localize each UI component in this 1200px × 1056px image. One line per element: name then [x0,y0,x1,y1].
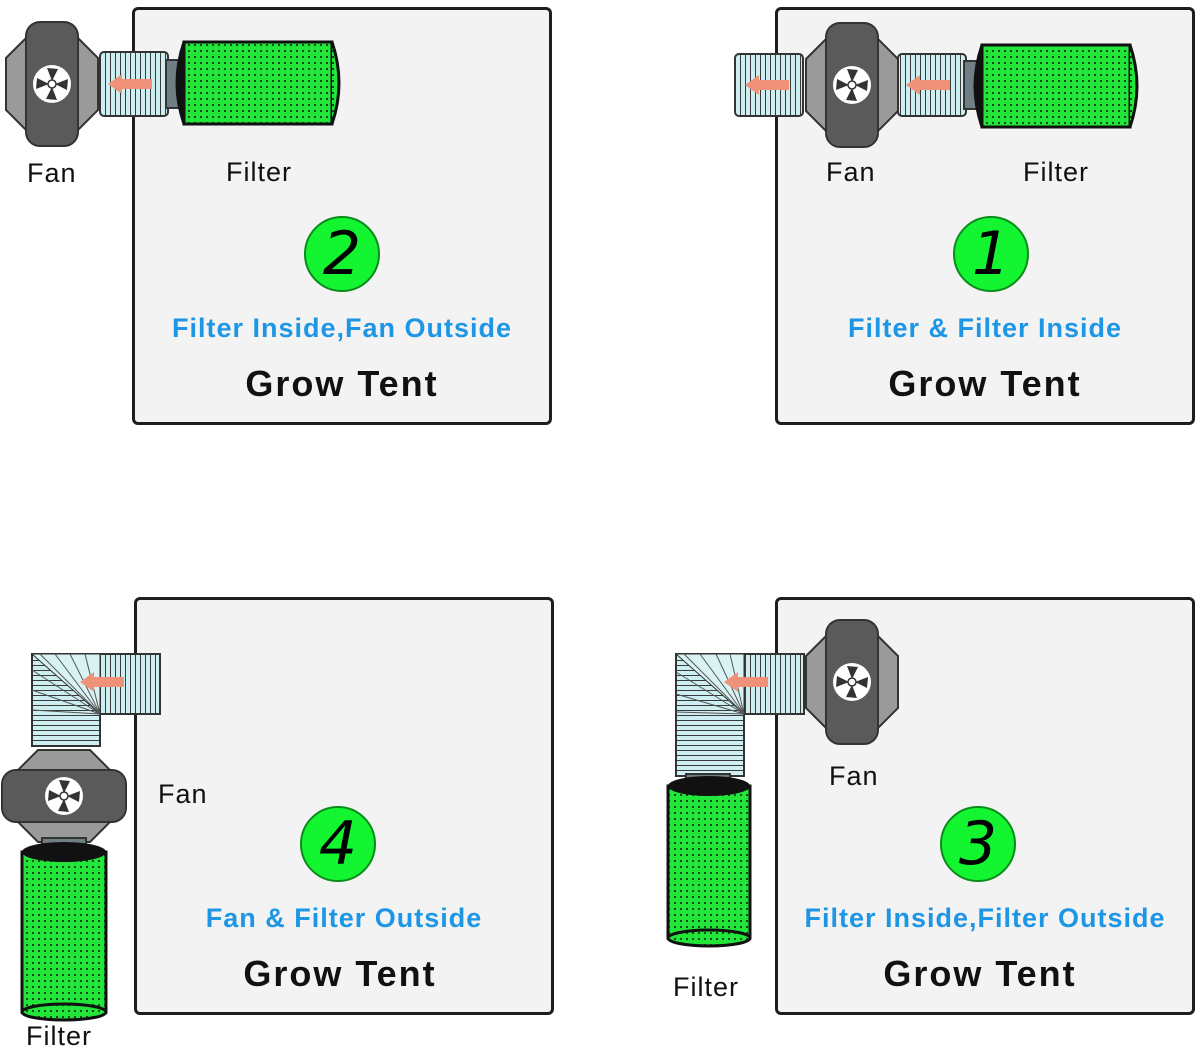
panel-1-equipment [734,23,1139,147]
panel-number-badge: 2 [304,216,380,292]
panel-2-equipment [6,22,341,146]
carbon-filter-icon [973,43,1139,129]
inline-fan-icon [806,23,898,147]
panel-number-badge: 4 [300,806,376,882]
tent-title: Grow Tent [883,953,1077,994]
inline-fan-icon [2,750,126,842]
inline-fan-icon [806,620,898,744]
fan-label: Fan [27,158,77,188]
fan-label: Fan [826,157,876,187]
setup-caption: Filter Inside,Fan Outside [171,313,513,343]
tent-title: Grow Tent [243,953,437,994]
fan-label: Fan [829,761,879,791]
inline-fan-icon [6,22,98,146]
setup-caption: Fan & Filter Outside [205,903,483,933]
filter-label: Filter [1023,157,1089,187]
panel-3-equipment [666,620,898,948]
carbon-filter-icon [20,842,108,1022]
filter-label: Filter [26,1021,92,1051]
panel-number-badge: 3 [940,806,1016,882]
setup-caption: Filter & Filter Inside [847,313,1123,343]
panel-4-equipment [2,653,161,1022]
setup-caption: Filter Inside,Filter Outside [804,903,1166,933]
carbon-filter-icon [175,40,341,126]
fan-label: Fan [158,779,208,809]
panel-number-badge: 1 [953,216,1029,292]
tent-title: Grow Tent [888,363,1082,404]
filter-label: Filter [673,972,739,1002]
tent-title: Grow Tent [245,363,439,404]
filter-label: Filter [226,157,292,187]
carbon-filter-icon [666,776,752,948]
